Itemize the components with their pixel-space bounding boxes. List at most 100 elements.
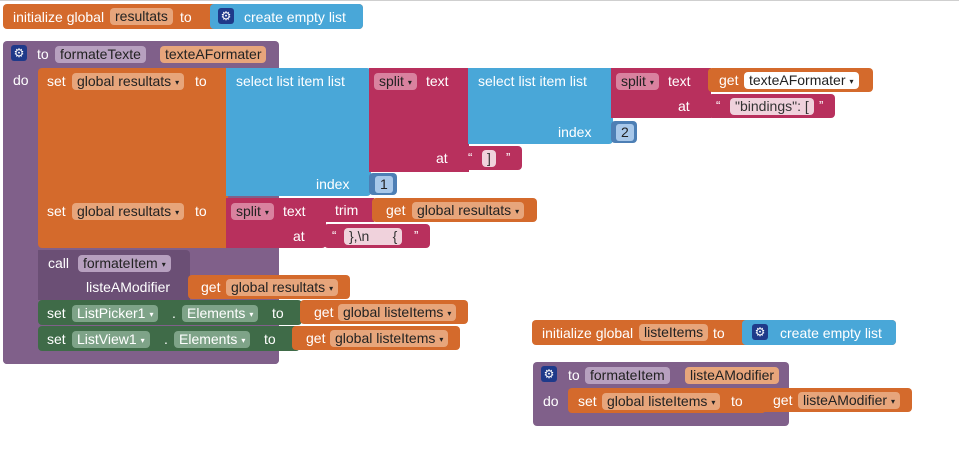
- proc-item-to: to: [568, 367, 580, 383]
- get-var-dropdown-items[interactable]: listeAModifier▾: [798, 392, 901, 409]
- string-block-newline[interactable]: “ },\n { ”: [324, 224, 430, 248]
- proc-item-param[interactable]: listeAModifier: [685, 367, 780, 384]
- get-var-label-lv: global listeItems: [335, 330, 436, 346]
- select-list-item-block-outer[interactable]: select list item list index: [226, 68, 371, 196]
- call-formateItem-block[interactable]: call formateItem▾ listeAModifier: [38, 250, 190, 300]
- index-label: index: [316, 176, 350, 192]
- set-keyword-lp: set: [47, 305, 66, 321]
- chevron-down-icon: ▾: [161, 260, 166, 269]
- set-to-items: to: [731, 393, 743, 409]
- init-global-listeItems-block[interactable]: initialize global listeItems to ⚙ create…: [532, 320, 896, 345]
- split-dropdown-inner[interactable]: split▾: [616, 73, 659, 90]
- get-var-dropdown[interactable]: texteAFormater▾: [744, 72, 859, 89]
- get-keyword-lp: get: [314, 304, 334, 320]
- select-list-item-block-inner[interactable]: select list item list index: [468, 68, 613, 144]
- chevron-down-icon: ▾: [711, 398, 716, 407]
- split-at-label: at: [436, 150, 448, 166]
- property-label-lp: Elements: [187, 305, 246, 321]
- create-empty-list-block-2[interactable]: ⚙ create empty list: [742, 320, 896, 345]
- string-value-bracket[interactable]: ]: [482, 150, 496, 167]
- number-block-2[interactable]: 2: [611, 121, 637, 143]
- string-value-newline[interactable]: },\n {: [344, 228, 403, 245]
- set-var-label: global resultats: [77, 73, 172, 89]
- set-listpicker-elements-block[interactable]: set ListPicker1▾ . Elements▾ to: [38, 300, 302, 325]
- split-dropdown[interactable]: split▾: [374, 73, 417, 90]
- set-global-resultats-block-1[interactable]: set global resultats▾ to: [38, 68, 228, 198]
- proc-item-name[interactable]: formateItem: [585, 367, 670, 384]
- split-label: split: [379, 73, 404, 89]
- get-global-listeItems-lv[interactable]: get global listeItems▾: [292, 326, 460, 350]
- split-block-outer[interactable]: split▾ text at: [369, 68, 469, 172]
- split-dropdown-2[interactable]: split▾: [231, 203, 274, 220]
- proc-item-do: do: [543, 393, 559, 409]
- proc-to: to: [37, 46, 49, 62]
- get-listeAModifier-block[interactable]: get listeAModifier▾: [760, 388, 912, 412]
- chevron-down-icon: ▾: [264, 208, 269, 217]
- get-var-dropdown-lp[interactable]: global listeItems▾: [338, 304, 457, 321]
- get-texteAFormater-block[interactable]: get texteAFormater▾: [708, 68, 873, 92]
- get-keyword-items: get: [773, 392, 793, 408]
- get-global-resultats-block[interactable]: get global resultats▾: [372, 198, 537, 222]
- component-dropdown-lv[interactable]: ListView1▾: [72, 331, 150, 348]
- get-var-label-call: global resultats: [231, 279, 326, 295]
- split-block-2[interactable]: split▾ text at: [226, 198, 326, 248]
- chevron-down-icon: ▾: [249, 310, 254, 319]
- set-var-dropdown[interactable]: global resultats▾: [72, 73, 185, 90]
- proc-do: do: [13, 72, 29, 88]
- select-list-item-label: select list item list: [236, 73, 345, 89]
- number-value-2[interactable]: 2: [616, 124, 634, 141]
- string-block-bindings[interactable]: “ "bindings": [ ”: [708, 94, 835, 118]
- var-name-listeItems[interactable]: listeItems: [639, 324, 709, 341]
- property-dropdown-lv[interactable]: Elements▾: [174, 331, 251, 348]
- number-block-1[interactable]: 1: [369, 173, 397, 195]
- gear-icon[interactable]: ⚙: [218, 8, 234, 24]
- proc-name[interactable]: formateTexte: [55, 46, 146, 63]
- call-name-dropdown[interactable]: formateItem▾: [78, 255, 171, 272]
- split-block-inner[interactable]: split▾ text at: [611, 68, 711, 118]
- init-global-resultats-block[interactable]: initialize global resultats to ⚙ create …: [3, 4, 363, 29]
- property-dropdown-lp[interactable]: Elements▾: [182, 305, 259, 322]
- get-global-resultats-call[interactable]: get global resultats▾: [188, 275, 350, 299]
- set-to-lp: to: [272, 305, 284, 321]
- set-var-dropdown-items[interactable]: global listeItems▾: [602, 393, 721, 410]
- gear-icon[interactable]: ⚙: [752, 324, 768, 340]
- split-label-inner: split: [621, 73, 646, 89]
- set-listview-elements-block[interactable]: set ListView1▾ . Elements▾ to: [38, 326, 300, 351]
- trim-label: trim: [335, 202, 359, 218]
- gear-icon[interactable]: ⚙: [11, 45, 27, 61]
- var-name-resultats[interactable]: resultats: [110, 8, 173, 25]
- component-label-lp: ListPicker1: [77, 305, 146, 321]
- chevron-down-icon: ▾: [407, 78, 412, 87]
- set-var-label-items: global listeItems: [607, 393, 708, 409]
- split-text-label-2: text: [283, 203, 306, 219]
- trim-block[interactable]: trim: [324, 198, 374, 222]
- set-var-label-2: global resultats: [77, 203, 172, 219]
- chevron-down-icon: ▾: [175, 208, 180, 217]
- get-global-listeItems-lp[interactable]: get global listeItems▾: [300, 300, 468, 324]
- get-var-dropdown-2[interactable]: global resultats▾: [412, 202, 525, 219]
- chevron-down-icon: ▾: [515, 207, 520, 216]
- select-list-item-label-inner: select list item list: [478, 73, 587, 89]
- set-to: to: [195, 73, 207, 89]
- component-label-lv: ListView1: [77, 331, 137, 347]
- gear-icon[interactable]: ⚙: [541, 366, 557, 382]
- set-global-listeItems-block[interactable]: set global listeItems▾ to: [568, 388, 766, 413]
- call-name-label: formateItem: [83, 255, 158, 271]
- component-dropdown-lp[interactable]: ListPicker1▾: [72, 305, 159, 322]
- string-value-bindings[interactable]: "bindings": [: [730, 98, 814, 115]
- set-global-resultats-block-2[interactable]: set global resultats▾ to: [38, 198, 228, 248]
- get-var-dropdown-call[interactable]: global resultats▾: [226, 279, 339, 296]
- set-var-dropdown-2[interactable]: global resultats▾: [72, 203, 185, 220]
- call-param-label: listeAModifier: [86, 279, 171, 295]
- chevron-down-icon: ▾: [849, 77, 854, 86]
- number-value-1[interactable]: 1: [375, 176, 393, 193]
- create-empty-list-block[interactable]: ⚙ create empty list: [210, 4, 363, 29]
- string-block-bracket[interactable]: “ ] ”: [460, 146, 522, 170]
- chevron-down-icon: ▾: [649, 78, 654, 87]
- chevron-down-icon: ▾: [329, 284, 334, 293]
- get-var-label-2: global resultats: [417, 202, 512, 218]
- get-var-dropdown-lv[interactable]: global listeItems▾: [330, 330, 449, 347]
- set-to-2: to: [195, 203, 207, 219]
- proc-param[interactable]: texteAFormater: [160, 46, 267, 63]
- quote-close: ”: [506, 150, 511, 165]
